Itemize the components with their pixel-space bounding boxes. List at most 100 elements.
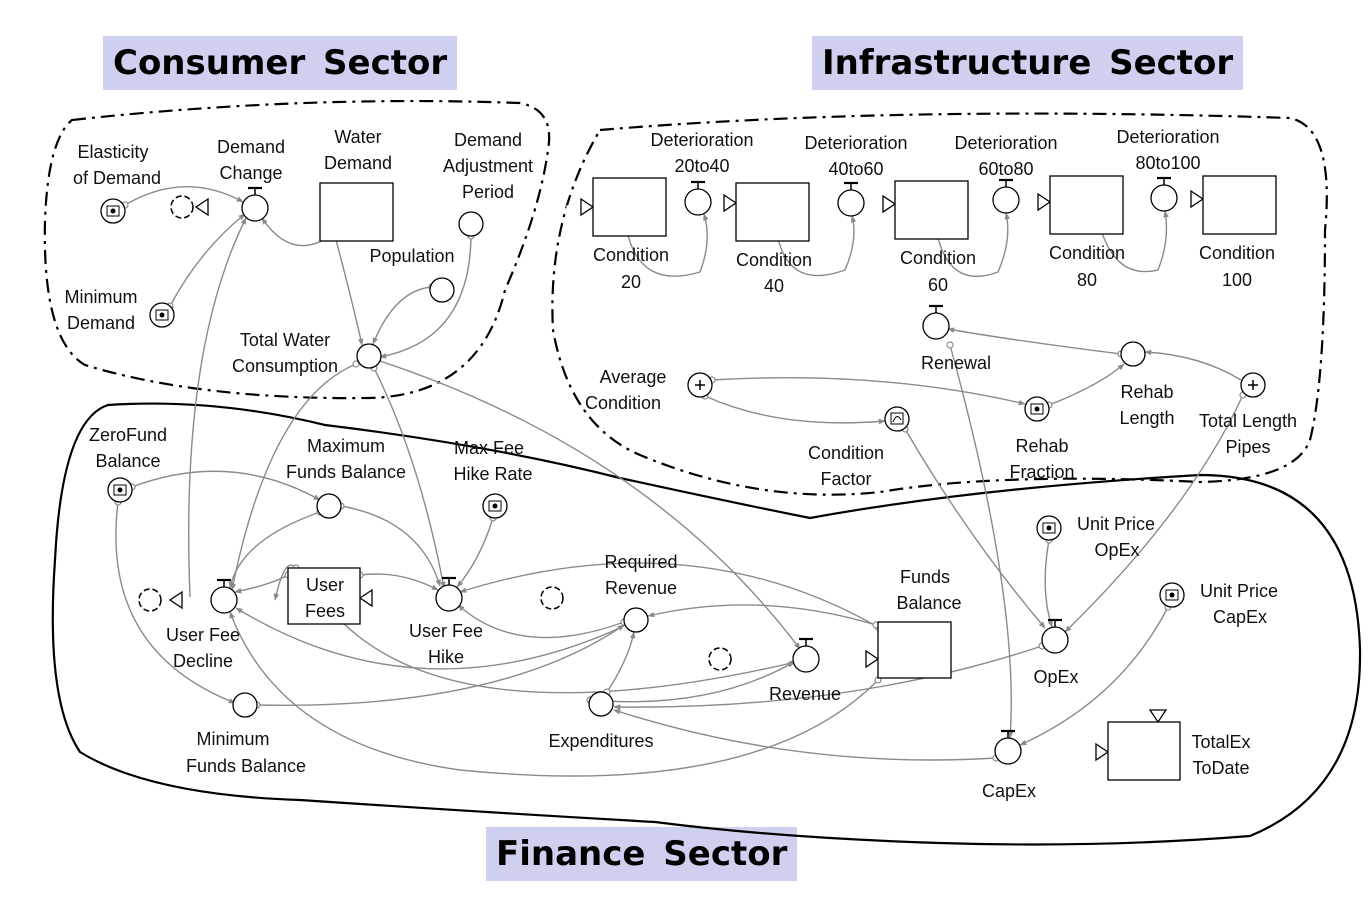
demand-adjustment-period-converter-circle (458, 211, 484, 237)
valve-user-fee-hike (435, 576, 463, 612)
label-upopex-1: Unit Price (1077, 514, 1155, 534)
maximum-funds-balance-converter-circle (316, 493, 342, 519)
label-demand-change-1: Demand (217, 137, 285, 157)
condition-factor-converter-glyph (890, 412, 904, 425)
infrastructure-sector-boundary (551, 112, 1328, 496)
valve-revenue-body (792, 645, 820, 673)
label-c20-2: 20 (621, 272, 641, 292)
rehab-length-converter (1120, 341, 1146, 367)
label-det2-1: Deterioration (804, 133, 907, 153)
label-c60-2: 60 (928, 275, 948, 295)
label-capex: CapEx (982, 781, 1036, 801)
valve-deterioration-80to100 (1150, 176, 1178, 212)
link-twc-to-user-fee-hike (373, 367, 446, 589)
link-maximum-funds-to-user-fee-hike (340, 505, 441, 587)
link-zerofund-to-minimum-funds (115, 501, 236, 704)
label-rehabfrac-1: Rehab (1015, 436, 1068, 456)
det2-pipe-arrowhead (882, 194, 897, 214)
valve-deterioration-80to100-body (1150, 184, 1178, 212)
opex-pipe-inner (951, 644, 1160, 722)
total-length-pipes-converter (1240, 372, 1266, 398)
label-dap-1: Demand (454, 130, 522, 150)
label-totalex-1: TotalEx (1191, 732, 1250, 752)
cloud-revenue (708, 647, 732, 671)
condition-20-stock (592, 177, 667, 237)
link-funds-to-user-fee-hike (459, 562, 879, 628)
totalex-todate-stock (1107, 721, 1181, 781)
valve-revenue (792, 637, 820, 673)
zerofund-balance-converter (107, 477, 133, 503)
expenditures-converter-circle (588, 691, 614, 717)
valve-deterioration-20to40-body (684, 188, 712, 216)
valve-user-fee-decline (210, 578, 238, 614)
capex-pipe-arrowhead (1095, 742, 1110, 762)
link-zerofund-to-maximum-funds (131, 470, 321, 501)
diagram-nodes (100, 175, 1277, 781)
total-water-consumption-converter (356, 343, 382, 369)
label-upopex-2: OpEx (1094, 540, 1139, 560)
label-maxfee-2: Hike Rate (453, 464, 532, 484)
label-demand-change-2: Change (219, 163, 282, 183)
link-c80-to-det4 (1099, 210, 1169, 273)
det4-pipe-arrowhead (1190, 189, 1205, 209)
condition-40-stock (735, 182, 810, 242)
condition-factor-converter-glyph-curve (892, 416, 902, 423)
link-user-fee-decline-to-demand-change (188, 217, 247, 598)
max-fee-hike-rate-converter-glyph-dot (492, 503, 498, 509)
link-c40-to-det2 (777, 215, 857, 277)
user-fees-stock (287, 567, 361, 625)
valve-opex (1041, 618, 1069, 654)
cloud-demand (170, 195, 194, 219)
consumer-sector-boundary (43, 99, 551, 400)
label-rehablen-1: Rehab (1120, 382, 1173, 402)
label-rehablen-2: Length (1119, 408, 1174, 428)
label-min-demand-2: Demand (67, 313, 135, 333)
water-demand-stock (319, 182, 394, 242)
label-c100-2: 100 (1222, 270, 1252, 290)
link-max-fee-to-user-fee-hike (456, 517, 494, 588)
label-elasticity-2: of Demand (73, 168, 161, 188)
label-avgcond-1: Average (600, 367, 667, 387)
label-water-demand-1: Water (334, 127, 381, 147)
link-condition-factor-to-opex (904, 428, 1046, 629)
label-userfees-2: Fees (305, 601, 345, 621)
rehab-length-converter-circle (1120, 341, 1146, 367)
label-revenue: Revenue (769, 684, 841, 704)
label-reqrev-2: Revenue (605, 578, 677, 598)
link-total-length-to-rehab-length (1144, 349, 1242, 381)
label-maxfunds-2: Funds Balance (286, 462, 406, 482)
required-revenue-converter (623, 607, 649, 633)
label-reqrev-1: Required (604, 552, 677, 572)
link-dap-to-twc (379, 235, 472, 359)
label-dap-2: Adjustment (443, 156, 533, 176)
cloud-user-fee-decline (138, 588, 162, 612)
valve-deterioration-60to80-body (992, 186, 1020, 214)
label-det4-2: 80to100 (1135, 153, 1200, 173)
population-converter-circle (429, 277, 455, 303)
link-unit-price-capex-to-capex (1019, 606, 1169, 746)
label-det1-1: Deterioration (650, 130, 753, 150)
link-anchor-6 (352, 360, 360, 368)
infrastructure-sector-title: Infrastructure Sector (812, 36, 1244, 90)
opex-pipe-arrowhead (1148, 709, 1168, 724)
link-twc-to-user-fee-decline (230, 363, 357, 591)
expenditures-converter (588, 691, 614, 717)
link-twc-to-revenue (376, 359, 801, 650)
demand-adjustment-period-converter (458, 211, 484, 237)
label-fundsbal-1: Funds (900, 567, 950, 587)
minimum-demand-converter-glyph-dot (159, 312, 165, 318)
link-funds-to-required-revenue (647, 604, 877, 626)
cloud-user-fee-hike-shape (540, 586, 564, 610)
cloud-demand-shape (170, 195, 194, 219)
label-min-demand-1: Minimum (64, 287, 137, 307)
link-avg-cond-to-condition-factor (704, 395, 886, 425)
valve-user-fee-decline-body (210, 586, 238, 614)
link-capex-to-expenditures (613, 709, 997, 761)
elasticity-of-demand-converter (100, 198, 126, 224)
label-c80-2: 80 (1077, 270, 1097, 290)
funds-balance-stock (877, 621, 952, 679)
label-totalex-2: ToDate (1192, 758, 1249, 778)
finance-sector-title: Finance Sector (486, 827, 798, 881)
label-c40-1: Condition (736, 250, 812, 270)
